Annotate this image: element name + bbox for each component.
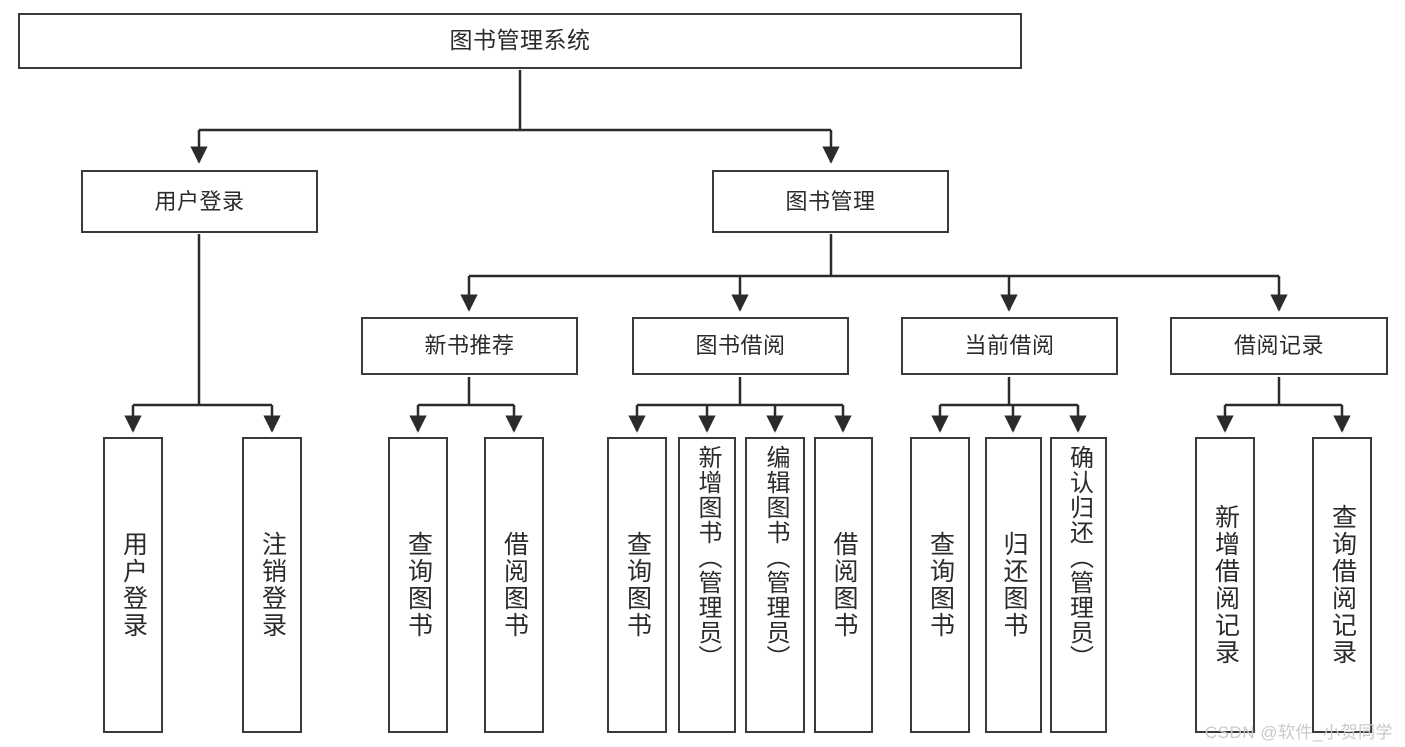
- node-root-label: 图书管理系统: [449, 27, 591, 54]
- leaf-add-book-admin-label: 新增图书（管理员）: [693, 445, 721, 670]
- node-borrow-record-label: 借阅记录: [1233, 333, 1324, 359]
- leaf-edit-book-admin[interactable]: 编辑图书（管理员）: [745, 437, 805, 733]
- leaf-user-login-label: 用户登录: [119, 531, 148, 639]
- leaf-query-book-current-label: 查询图书: [926, 531, 955, 639]
- leaf-add-borrow-record[interactable]: 新增借阅记录: [1195, 437, 1255, 733]
- leaf-logout-label: 注销登录: [258, 531, 287, 639]
- leaf-query-book-new[interactable]: 查询图书: [388, 437, 448, 733]
- leaf-add-borrow-record-label: 新增借阅记录: [1211, 504, 1240, 666]
- leaf-user-login[interactable]: 用户登录: [103, 437, 163, 733]
- leaf-return-book[interactable]: 归还图书: [985, 437, 1042, 733]
- leaf-edit-book-admin-label: 编辑图书（管理员）: [761, 445, 789, 670]
- node-user-login-label: 用户登录: [154, 188, 245, 214]
- leaf-query-book-borrow[interactable]: 查询图书: [607, 437, 667, 733]
- leaf-confirm-return-admin-label: 确认归还（管理员）: [1065, 445, 1093, 670]
- node-book-borrow-label: 图书借阅: [695, 333, 786, 359]
- node-book-borrow[interactable]: 图书借阅: [632, 317, 849, 375]
- leaf-borrow-book[interactable]: 借阅图书: [814, 437, 873, 733]
- node-new-book-recommend[interactable]: 新书推荐: [361, 317, 578, 375]
- leaf-query-book-new-label: 查询图书: [404, 531, 433, 639]
- leaf-return-book-label: 归还图书: [1000, 531, 1028, 639]
- watermark-text: CSDN @软件_小贺同学: [1204, 723, 1393, 742]
- node-user-login[interactable]: 用户登录: [81, 170, 318, 233]
- node-new-book-recommend-label: 新书推荐: [424, 333, 515, 359]
- leaf-logout[interactable]: 注销登录: [242, 437, 302, 733]
- leaf-borrow-book-new[interactable]: 借阅图书: [484, 437, 544, 733]
- leaf-add-book-admin[interactable]: 新增图书（管理员）: [678, 437, 736, 733]
- leaf-borrow-book-label: 借阅图书: [830, 531, 858, 639]
- leaf-confirm-return-admin[interactable]: 确认归还（管理员）: [1050, 437, 1107, 733]
- node-book-management-label: 图书管理: [785, 188, 876, 214]
- node-current-borrow-label: 当前借阅: [964, 333, 1055, 359]
- node-borrow-record[interactable]: 借阅记录: [1170, 317, 1388, 375]
- leaf-query-book-current[interactable]: 查询图书: [910, 437, 970, 733]
- leaf-borrow-book-new-label: 借阅图书: [500, 531, 529, 639]
- node-book-management[interactable]: 图书管理: [712, 170, 949, 233]
- node-current-borrow[interactable]: 当前借阅: [901, 317, 1118, 375]
- leaf-query-borrow-record[interactable]: 查询借阅记录: [1312, 437, 1372, 733]
- node-root[interactable]: 图书管理系统: [18, 13, 1022, 69]
- leaf-query-borrow-record-label: 查询借阅记录: [1328, 504, 1357, 666]
- leaf-query-book-borrow-label: 查询图书: [623, 531, 652, 639]
